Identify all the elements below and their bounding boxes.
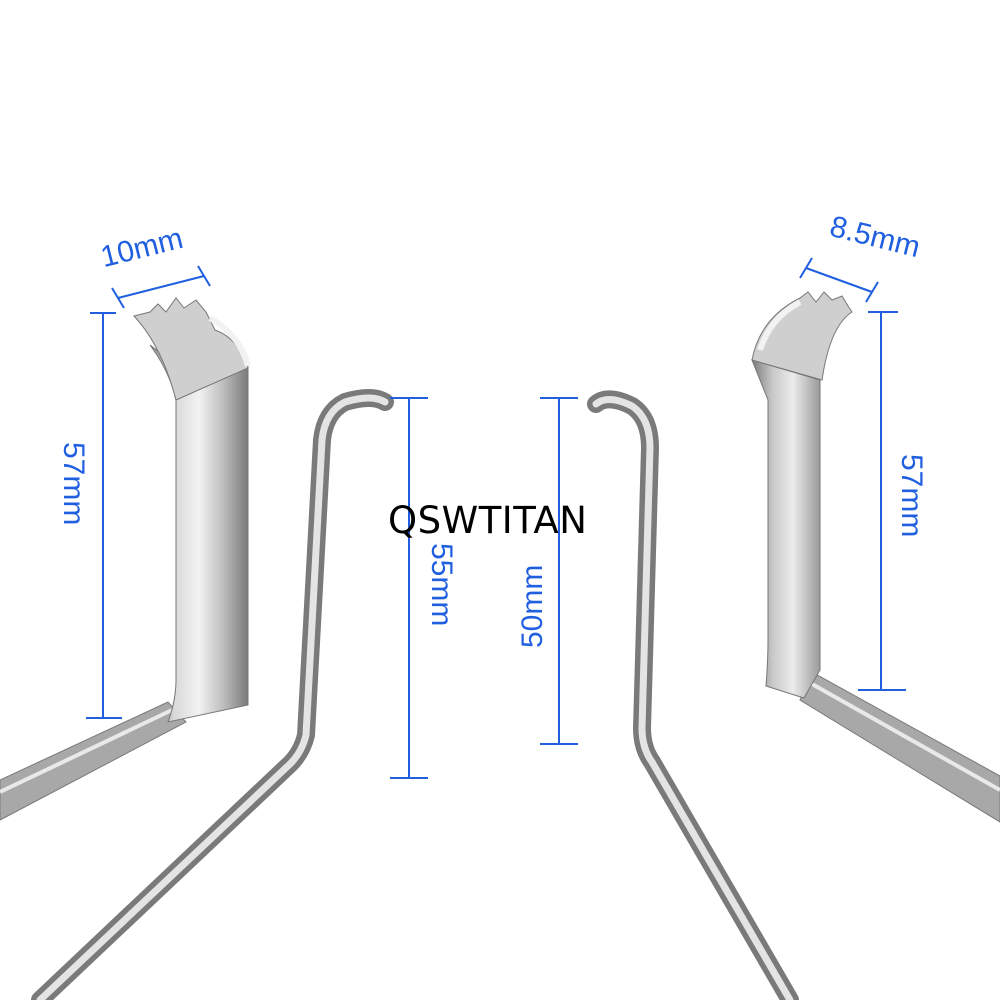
dimension-lines — [86, 257, 906, 779]
right-hook-retractor — [587, 390, 799, 1000]
left-blade-length-label: 57mm — [57, 442, 90, 526]
left-hook-length-label: 55mm — [425, 543, 458, 627]
left-hook-retractor — [31, 389, 394, 1000]
right-hook-length-label: 50mm — [516, 564, 549, 648]
left-width-dimension-line — [111, 265, 211, 309]
right-hook-dimension-line — [540, 397, 578, 745]
right-length-dimension-line — [858, 311, 906, 691]
right-blade-body — [751, 359, 821, 699]
right-width-dimension-line — [799, 257, 879, 303]
right-blade-tip — [751, 291, 853, 381]
right-blade-retractor — [751, 291, 1000, 823]
left-blade-body — [149, 344, 249, 723]
left-blade-retractor — [0, 297, 251, 821]
right-blade-length-label: 57mm — [895, 454, 928, 538]
left-length-dimension-line — [86, 312, 122, 719]
brand-watermark: QSWTITAN — [388, 499, 588, 542]
left-blade-handle — [0, 701, 187, 821]
left-hook-dimension-line — [390, 397, 428, 779]
